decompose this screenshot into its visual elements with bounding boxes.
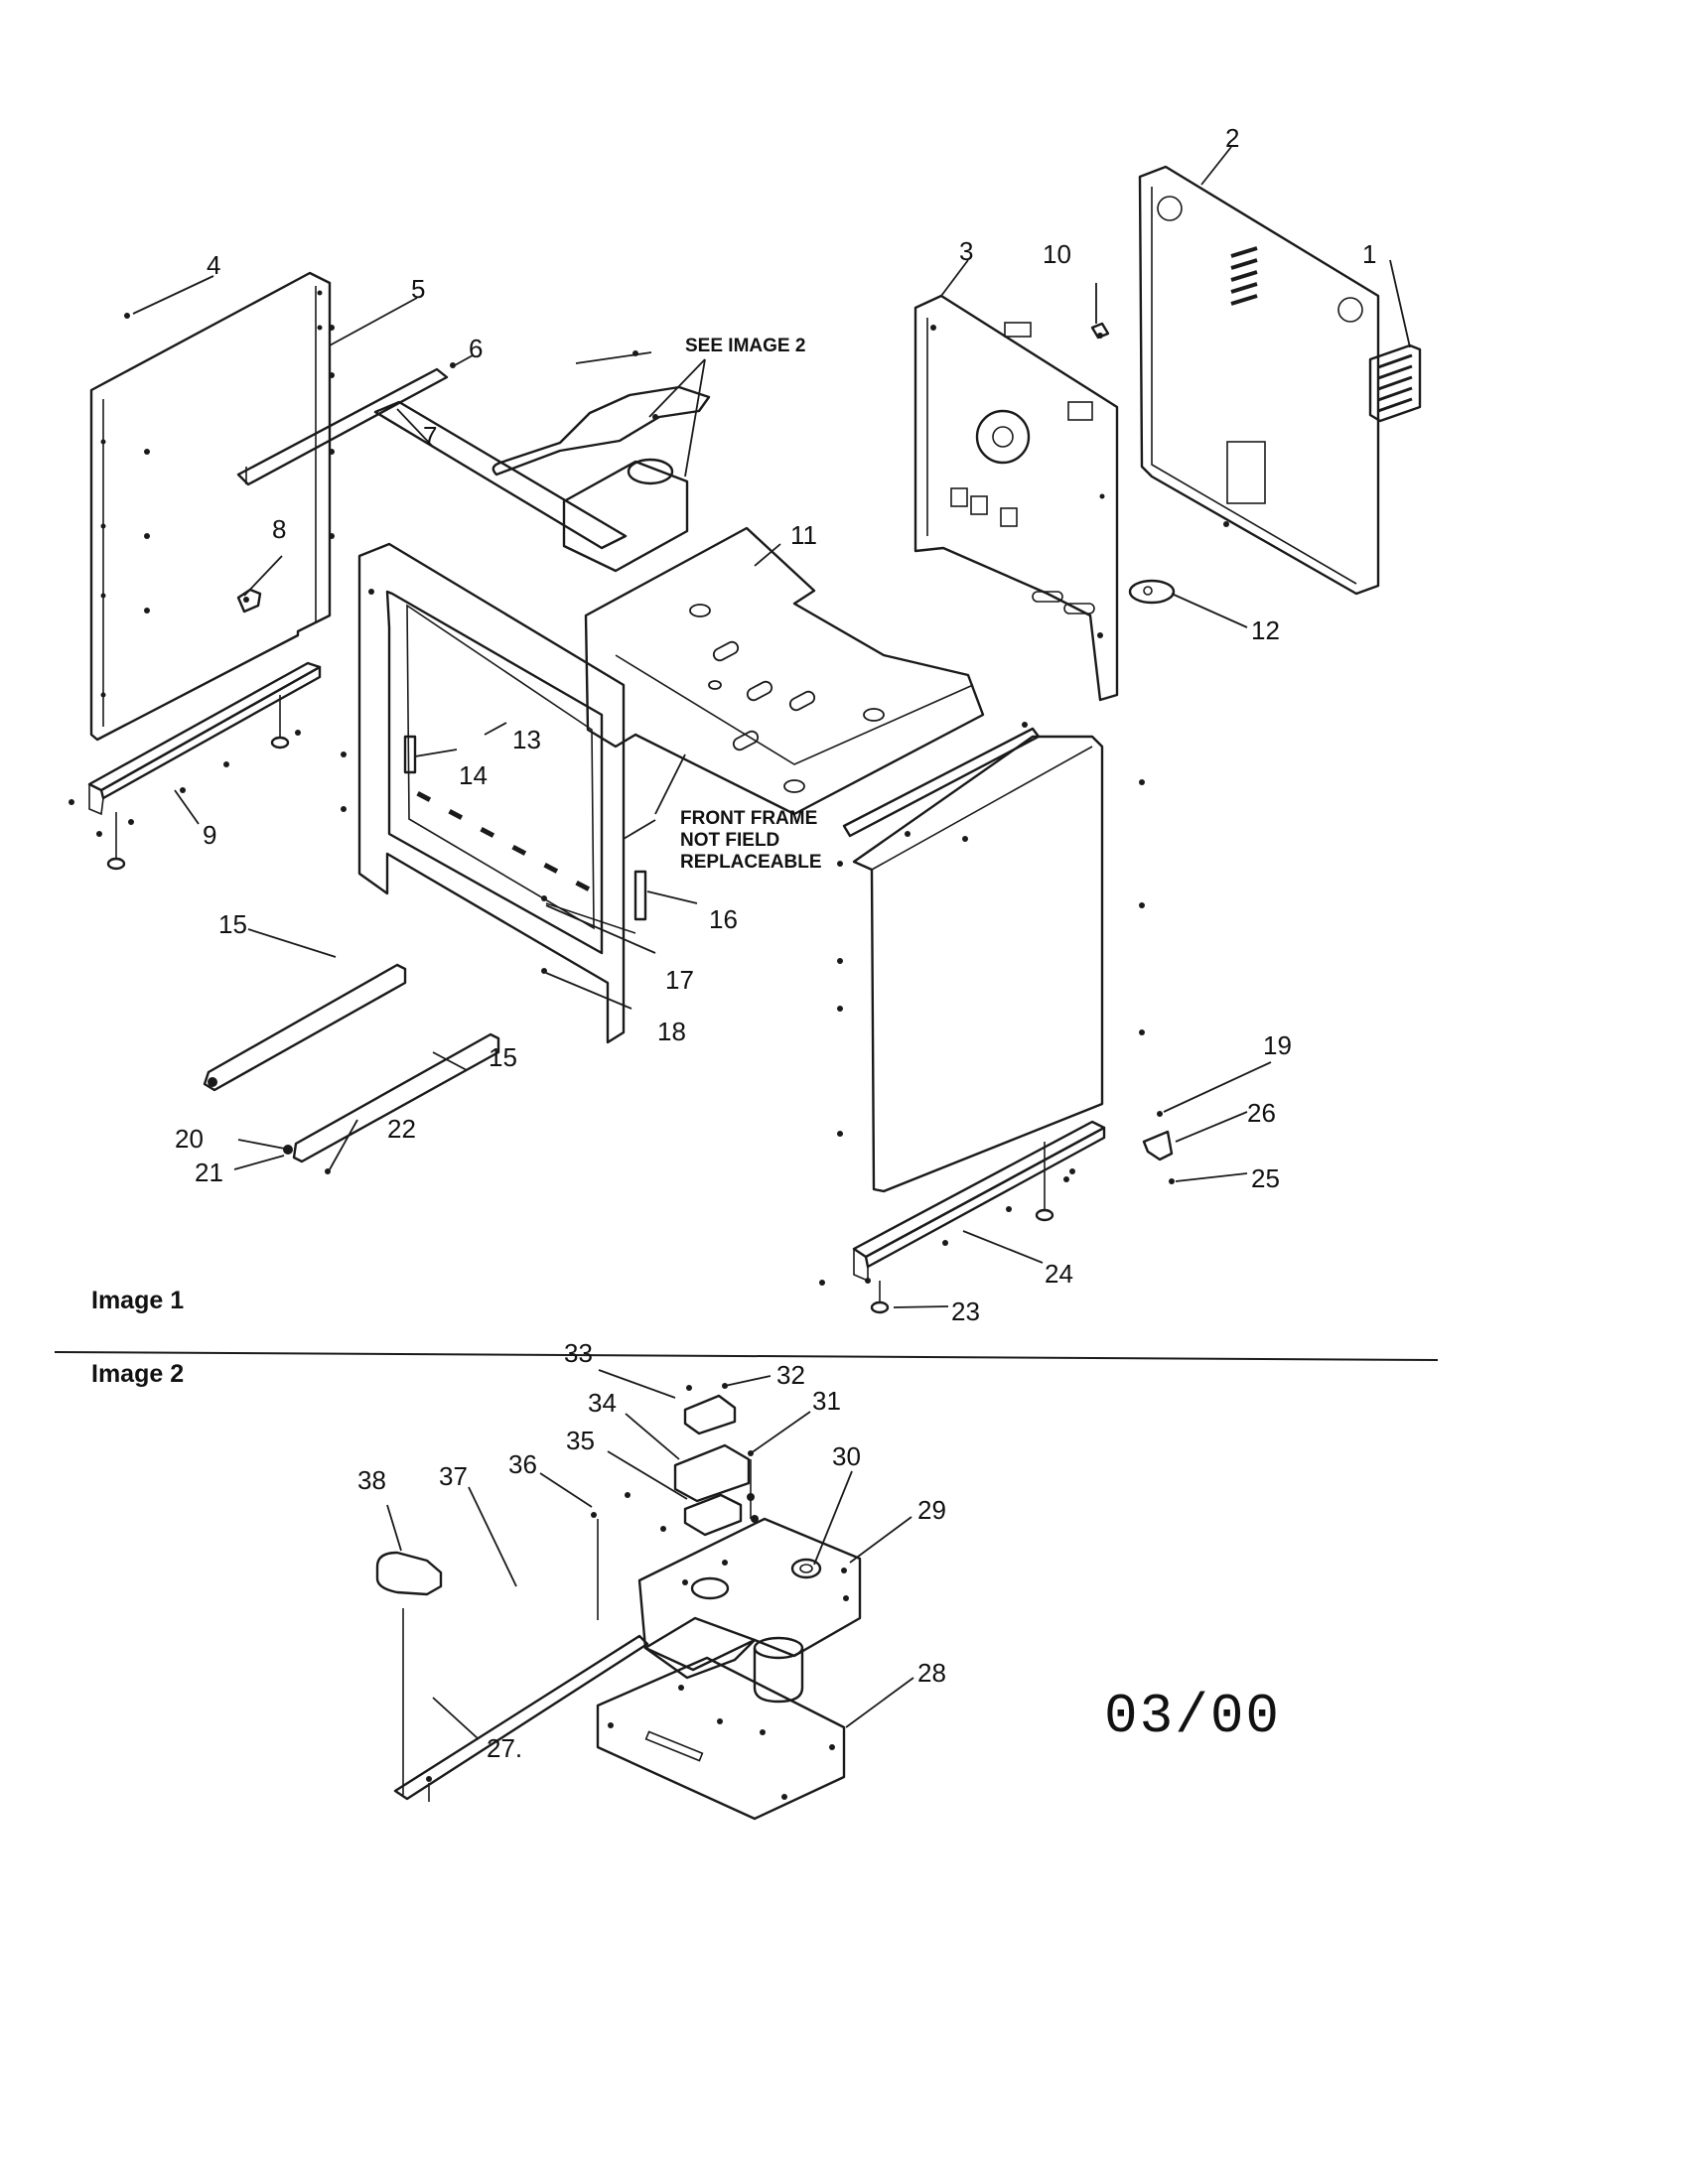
callout-22: 22 bbox=[387, 1114, 416, 1144]
callout-36: 36 bbox=[508, 1449, 537, 1479]
image2-callouts: 33 32 34 31 35 30 36 37 38 29 28 27. bbox=[357, 1338, 946, 1763]
part-12 bbox=[1128, 579, 1176, 605]
callout-9: 9 bbox=[203, 820, 216, 850]
callout-13: 13 bbox=[512, 725, 541, 754]
callout-1: 1 bbox=[1362, 239, 1376, 269]
front-frame-note-line1: FRONT FRAME bbox=[680, 808, 817, 829]
callout-16: 16 bbox=[709, 904, 738, 934]
callout-17: 17 bbox=[665, 965, 694, 995]
see-image-2-note: SEE IMAGE 2 bbox=[685, 336, 805, 356]
right-side-panel bbox=[837, 722, 1145, 1193]
bottom-bracket-24 bbox=[819, 1120, 1106, 1314]
callout-31: 31 bbox=[812, 1386, 841, 1416]
callout-4: 4 bbox=[207, 250, 220, 280]
callout-19: 19 bbox=[1263, 1030, 1292, 1060]
front-frame-note-line3: REPLACEABLE bbox=[680, 852, 822, 873]
callout-23: 23 bbox=[951, 1297, 980, 1326]
callout-15-upper: 15 bbox=[218, 909, 247, 939]
callout-20: 20 bbox=[175, 1124, 204, 1154]
callout-18: 18 bbox=[657, 1017, 686, 1046]
callout-33: 33 bbox=[564, 1338, 593, 1368]
callout-14: 14 bbox=[459, 760, 488, 790]
callout-26: 26 bbox=[1247, 1098, 1276, 1128]
front-frame bbox=[341, 400, 628, 1044]
callout-38: 38 bbox=[357, 1465, 386, 1495]
callout-27: 27. bbox=[487, 1733, 522, 1763]
control-assembly-thumbnail bbox=[491, 350, 711, 573]
hinge-bracket-14 bbox=[403, 735, 417, 774]
front-frame-note-line2: NOT FIELD bbox=[680, 830, 779, 851]
left-side-panel bbox=[89, 271, 335, 742]
callout-24: 24 bbox=[1045, 1259, 1073, 1289]
callout-37: 37 bbox=[439, 1461, 468, 1491]
callout-7: 7 bbox=[423, 421, 437, 451]
front-frame-note: FRONT FRAME NOT FIELD REPLACEABLE bbox=[680, 808, 822, 873]
callout-35: 35 bbox=[566, 1426, 595, 1455]
callout-30: 30 bbox=[832, 1441, 861, 1471]
side-rail-6 bbox=[236, 362, 456, 486]
broiler-rail-lower bbox=[283, 1032, 500, 1174]
broiler-rail-upper bbox=[203, 963, 407, 1092]
control-assembly-detail bbox=[375, 1383, 862, 1821]
hinge-bracket-16 bbox=[541, 870, 647, 974]
callout-15-lower: 15 bbox=[489, 1042, 517, 1072]
callout-2: 2 bbox=[1225, 123, 1239, 153]
part-10 bbox=[1090, 322, 1110, 340]
callout-21: 21 bbox=[195, 1158, 223, 1187]
callout-28: 28 bbox=[917, 1658, 946, 1688]
date-code: 03/00 bbox=[1104, 1685, 1281, 1748]
callout-11: 11 bbox=[790, 520, 817, 550]
top-panel-11 bbox=[584, 526, 985, 816]
bracket-8 bbox=[236, 588, 262, 614]
image1-label: Image 1 bbox=[91, 1287, 184, 1314]
image1-leaders bbox=[132, 146, 1411, 1308]
callout-8: 8 bbox=[272, 514, 286, 544]
section-divider bbox=[54, 1351, 1439, 1361]
callout-25: 25 bbox=[1251, 1163, 1280, 1193]
callout-29: 29 bbox=[917, 1495, 946, 1525]
image1-callouts: 1 2 3 10 4 5 6 7 8 9 11 12 13 14 15 15 1… bbox=[175, 123, 1376, 1326]
callout-12: 12 bbox=[1251, 615, 1280, 645]
callout-5: 5 bbox=[411, 274, 425, 304]
callout-10: 10 bbox=[1043, 239, 1071, 269]
callout-34: 34 bbox=[588, 1388, 617, 1418]
image2-label: Image 2 bbox=[91, 1360, 184, 1388]
bracket-26 bbox=[1142, 1111, 1175, 1184]
image2-leaders bbox=[386, 1369, 914, 1740]
callout-32: 32 bbox=[776, 1360, 805, 1390]
rear-cover-2 bbox=[1138, 165, 1380, 596]
bottom-bracket-9 bbox=[69, 661, 322, 871]
rear-panel-3 bbox=[913, 294, 1119, 702]
callout-3: 3 bbox=[959, 236, 973, 266]
callout-6: 6 bbox=[469, 334, 483, 363]
